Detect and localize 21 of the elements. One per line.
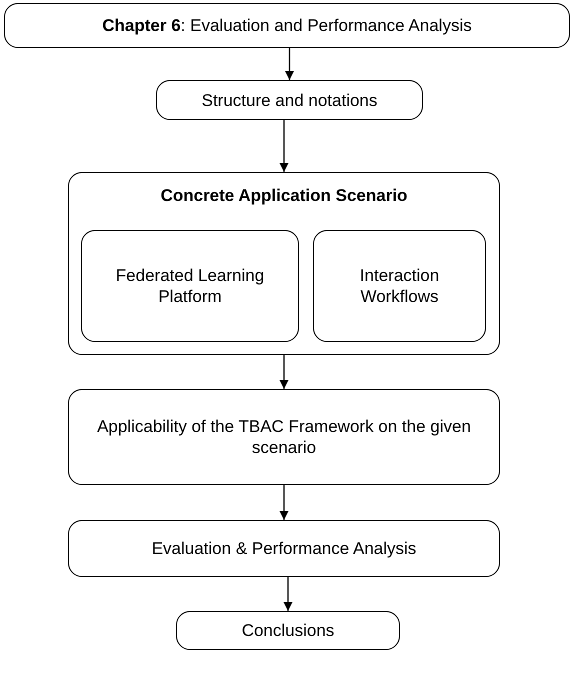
group-box [68, 172, 500, 355]
box-label: Evaluation & Performance Analysis [150, 538, 418, 559]
arrow [280, 485, 288, 520]
process-box [68, 520, 500, 577]
group-heading: Concrete Application Scenario [160, 185, 408, 206]
process-box [176, 611, 400, 650]
arrow [280, 120, 288, 172]
box-label: Structure and notations [200, 90, 378, 110]
process-box [4, 3, 570, 48]
process-box [156, 80, 423, 120]
process-box [313, 230, 486, 342]
box-label: Applicability of the TBAC Framework on the given scenario [96, 416, 472, 458]
arrow [285, 48, 294, 80]
box-label: Interaction Workflows [358, 265, 440, 307]
process-box [68, 389, 500, 485]
box-label: Conclusions [240, 620, 336, 641]
process-box [81, 230, 299, 342]
arrow [284, 577, 292, 611]
box-label: Chapter 6: Evaluation and Performance Analysis [101, 15, 473, 36]
arrow [280, 355, 288, 389]
box-label: Federated Learning Platform [114, 265, 266, 307]
